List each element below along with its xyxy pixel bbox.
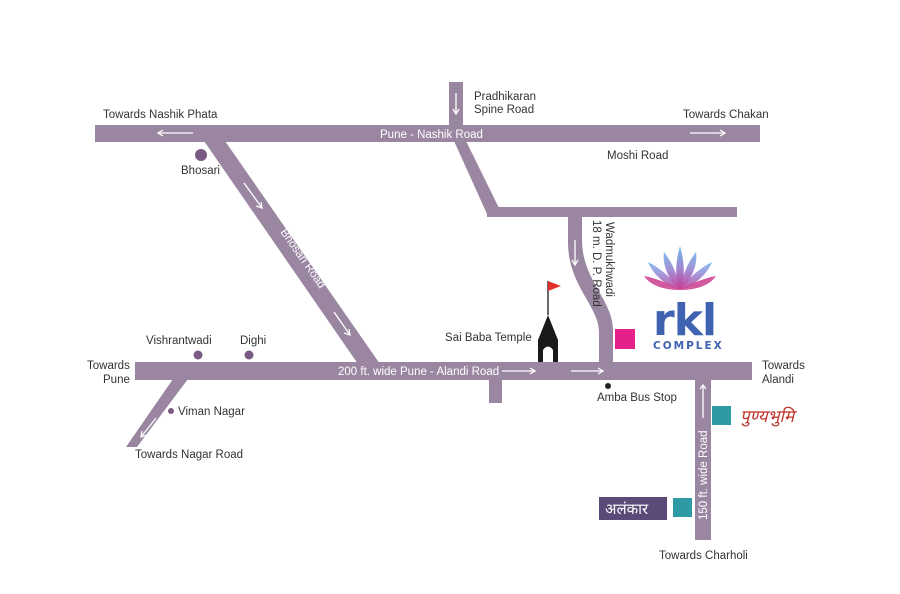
bhosari-label: Bhosari — [181, 165, 220, 177]
towards-pune-label-1: Towards — [87, 360, 130, 372]
moshi-road-link — [454, 141, 499, 214]
towards-chakan-label: Towards Chakan — [683, 109, 769, 121]
flag-icon — [548, 281, 561, 291]
alankar-logo-bg — [599, 497, 667, 520]
dighi-label: Dighi — [240, 335, 266, 347]
dp-road-label: 18 m. D. P. Road — [590, 220, 602, 307]
amba-bus-stop-label: Amba Bus Stop — [597, 392, 677, 404]
lotus-logo-icon — [644, 246, 716, 290]
temple-icon — [538, 281, 558, 362]
road-arrows — [140, 93, 727, 438]
moshi-road — [487, 207, 737, 217]
towards-charholi-label: Towards Charholi — [659, 550, 748, 562]
towards-alandi-label-2: Alandi — [762, 374, 794, 386]
arrow-icon — [333, 311, 351, 336]
sai-baba-temple-label: Sai Baba Temple — [445, 332, 532, 344]
punyabhumi-logo: पुण्यभुमि — [740, 406, 798, 427]
arrow-icon — [140, 417, 157, 438]
pune-alandi-road-label: 200 ft. wide Pune - Alandi Road — [338, 366, 499, 378]
pune-alandi-road — [135, 362, 752, 380]
dighi-location-dot-icon — [244, 350, 254, 360]
towards-nashik-phata-label: Towards Nashik Phata — [103, 109, 218, 121]
arrow-icon — [699, 383, 707, 418]
brand-subtitle: COMPLEX — [653, 340, 724, 352]
spine-road-label-2: Spine Road — [474, 104, 534, 116]
pune-nashik-road — [95, 125, 760, 142]
bhosari-road — [204, 141, 380, 364]
arrow-icon — [571, 367, 605, 375]
site-marker-icon — [615, 329, 635, 349]
viman-nagar-location-dot-icon — [168, 408, 174, 414]
spine-road-label-1: Pradhikaran — [474, 91, 536, 103]
arrow-icon — [452, 93, 460, 116]
charholi-road-label: 150 ft. wide Road — [698, 430, 710, 520]
vishrantwadi-label: Vishrantwadi — [146, 335, 212, 347]
arrow-icon — [571, 240, 579, 267]
arrow-icon — [156, 129, 193, 137]
moshi-road-label: Moshi Road — [607, 150, 668, 162]
towards-alandi-label-1: Towards — [762, 360, 805, 372]
viman-nagar-label: Viman Nagar — [178, 406, 245, 418]
punyabhumi-marker-icon — [712, 406, 731, 425]
roads-layer — [95, 82, 760, 540]
amba-bus-stop-dot-icon — [605, 383, 611, 389]
pune-nashik-road-label: Pune - Nashik Road — [380, 129, 483, 141]
arrow-icon — [690, 129, 727, 137]
towards-pune-label-2: Pune — [103, 374, 130, 386]
brand-name: rkl — [653, 295, 716, 346]
bhosari-location-dot-icon — [195, 149, 207, 161]
dp-road — [568, 210, 613, 364]
towards-nagar-road-label: Towards Nagar Road — [135, 449, 243, 461]
road-stub — [489, 379, 502, 403]
arrow-icon — [243, 182, 263, 209]
alankar-logo: अलंकार — [605, 500, 649, 518]
wadmukhwadi-label: Wadmukhwadi — [603, 222, 615, 297]
alankar-marker-icon — [673, 498, 692, 517]
charholi-road — [695, 379, 711, 540]
nagar-road — [126, 379, 188, 447]
arrow-icon — [502, 367, 537, 375]
vishrantwadi-location-dot-icon — [193, 350, 203, 360]
